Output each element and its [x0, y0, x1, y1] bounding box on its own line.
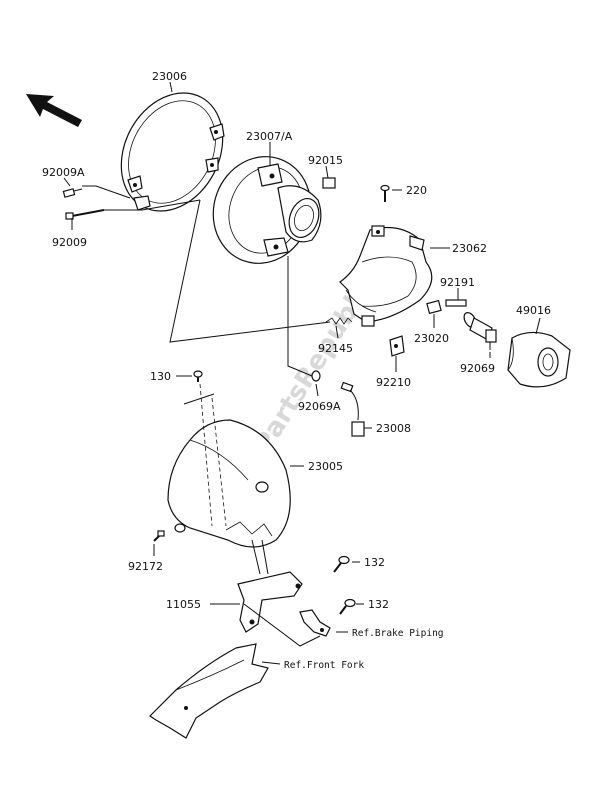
alignment-lines	[183, 383, 269, 575]
bolt-132-lower	[339, 598, 356, 615]
nut-92015	[322, 177, 336, 189]
label-23007a: 23007/A	[246, 130, 293, 143]
label-92009: 92009	[52, 236, 87, 249]
screw-92172	[153, 530, 165, 542]
bulb-92069	[463, 312, 497, 350]
cover-92210	[389, 335, 405, 357]
front-direction-arrow-icon	[26, 94, 82, 127]
brake-piping-clamp	[299, 609, 331, 637]
label-132-lower: 132	[368, 598, 389, 611]
screw-130	[193, 370, 203, 382]
label-92191: 92191	[440, 276, 475, 289]
bolt-220	[380, 184, 390, 202]
headlight-stay-bracket	[237, 571, 303, 633]
label-23005: 23005	[308, 460, 343, 473]
label-49016: 49016	[516, 304, 551, 317]
screw-92009a	[62, 188, 83, 198]
label-23008: 23008	[376, 422, 411, 435]
wire-harness-23008	[340, 381, 365, 437]
label-220: 220	[406, 184, 427, 197]
label-92210: 92210	[376, 376, 411, 389]
label-23006: 23006	[152, 70, 187, 83]
headlight-housing	[167, 419, 291, 548]
label-92172: 92172	[128, 560, 163, 573]
screw-92145	[325, 317, 353, 325]
front-fork-part	[149, 643, 269, 739]
label-ref-front-fork: Ref.Front Fork	[284, 660, 364, 671]
label-92145: 92145	[318, 342, 353, 355]
part-labels: 23006 23007/A 92015 220 92009A 92009 230…	[42, 70, 551, 671]
label-11055: 11055	[166, 598, 201, 611]
screw-92009	[65, 209, 105, 220]
label-92009a: 92009A	[42, 166, 85, 179]
spacer-92191	[445, 299, 467, 307]
headlight-unit	[212, 156, 322, 264]
headlight-rim	[120, 92, 225, 212]
socket-23020	[426, 299, 442, 315]
label-92069a: 92069A	[298, 400, 341, 413]
label-132-upper: 132	[364, 556, 385, 569]
label-92015: 92015	[308, 154, 343, 167]
label-92069: 92069	[460, 362, 495, 375]
label-23020: 23020	[414, 332, 449, 345]
label-130: 130	[150, 370, 171, 383]
dust-cover-49016	[507, 331, 571, 388]
label-ref-brake-piping: Ref.Brake Piping	[352, 628, 444, 639]
leader-lines	[63, 81, 541, 665]
bolt-132-upper	[333, 555, 350, 573]
label-23062: 23062	[452, 242, 487, 255]
bulb-92069a	[311, 370, 321, 382]
headlight-bracket	[339, 225, 433, 327]
